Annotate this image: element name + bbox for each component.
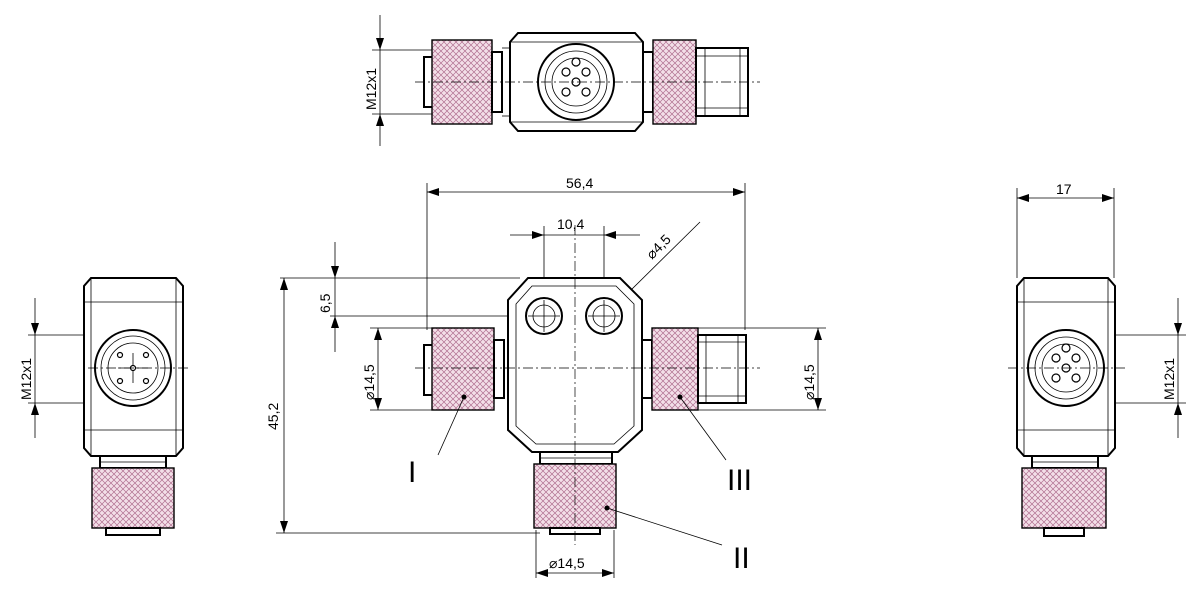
dim-right-thread: M12x1 <box>1161 358 1177 400</box>
right-side-view: 17 M12x1 <box>1008 181 1186 537</box>
left-side-view: M12x1 <box>18 277 190 536</box>
dim-offset: 6,5 <box>317 293 333 313</box>
knurled-nut <box>91 467 175 529</box>
dim-width-total: 56,4 <box>566 175 593 191</box>
dim-hole-diameter: ⌀4,5 <box>643 231 674 262</box>
mounting-hole <box>525 297 563 335</box>
dim-left-thread: M12x1 <box>18 358 34 400</box>
mounting-hole <box>585 297 623 335</box>
dim-port-left: ⌀14,5 <box>361 364 377 400</box>
dim-side-width: 17 <box>1056 181 1072 197</box>
top-view: M12x1 <box>363 15 760 146</box>
dim-top-thread: M12x1 <box>363 68 379 110</box>
port-right-nut <box>651 327 699 411</box>
knurled-nut <box>1021 467 1107 529</box>
dim-port-right: ⌀14,5 <box>801 364 817 400</box>
dim-port-bottom: ⌀14,5 <box>549 555 585 571</box>
port-label-2: II <box>733 542 750 575</box>
port-label-3: III <box>727 464 752 497</box>
dim-hole-spacing: 10,4 <box>557 216 584 232</box>
connector-face <box>537 43 615 121</box>
port-label-1: I <box>408 456 416 489</box>
dim-height-total: 45,2 <box>265 403 281 430</box>
front-view: 56,4 10,4 ⌀4,5 6,5 45,2 ⌀14,5 <box>265 175 826 578</box>
